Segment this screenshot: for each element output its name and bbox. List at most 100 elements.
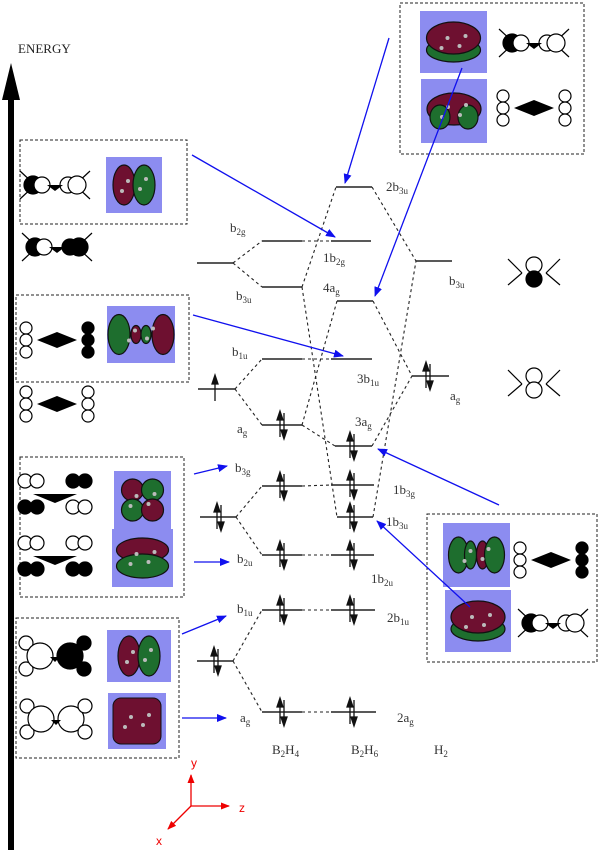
atom-sphere <box>152 550 157 554</box>
orbital-lobe <box>151 313 175 356</box>
bond-line <box>507 272 523 286</box>
orbital-lobe <box>425 21 482 55</box>
orbital-lobe <box>120 498 145 522</box>
atom-sphere <box>126 179 130 183</box>
atom-sphere <box>458 113 462 117</box>
electron-spin-up <box>213 500 221 529</box>
atom-sphere <box>470 615 474 619</box>
pointer-arrow <box>191 154 336 238</box>
orbital-box-3ag-1b3u <box>426 513 598 663</box>
electron-spin-up <box>346 429 354 458</box>
atom-sphere <box>486 547 491 551</box>
atom-sphere <box>134 552 139 556</box>
orbital-lobe <box>107 313 131 356</box>
orbital-lobe <box>513 565 527 579</box>
atom-sphere <box>462 559 467 563</box>
schematic-b1u-low <box>18 635 92 677</box>
orbital-lobe <box>29 535 45 551</box>
orbital-lobe <box>56 642 84 670</box>
electron-spin-down <box>217 505 225 534</box>
orbital-image-b1u-low <box>107 630 171 682</box>
bond-line <box>545 383 561 397</box>
atom-sphere <box>152 492 157 496</box>
orbital-lobe <box>69 237 89 257</box>
electron-spin-down <box>280 598 288 627</box>
orbital-lobe <box>483 536 506 574</box>
orbital-image-2b3u <box>420 11 487 73</box>
orbital-lobe <box>525 381 543 399</box>
electron-spin-up <box>346 468 354 497</box>
bond-line <box>507 258 523 274</box>
electron-spin-up <box>422 359 430 388</box>
schematic-3ag <box>513 541 589 579</box>
bond-line <box>507 369 523 385</box>
b2h4-label-b2g: b2g <box>230 220 246 237</box>
orbital-lobe <box>565 613 585 633</box>
atom-sphere <box>149 648 153 652</box>
orbital-lobe <box>450 600 506 634</box>
b2h6-label-1b3u: 1b3u <box>386 514 409 531</box>
orbital-lobe <box>57 705 85 733</box>
axis-label-y: y <box>191 756 197 770</box>
bridge-wedge <box>37 332 77 348</box>
orbital-image-ag-low <box>108 693 166 749</box>
orbital-lobe <box>575 553 589 567</box>
column-label-h2: H2 <box>434 742 448 759</box>
orbital-lobe <box>513 553 527 567</box>
schematic-2b3u <box>498 28 570 58</box>
atom-sphere <box>127 338 131 343</box>
atom-sphere <box>128 504 133 508</box>
pointer-arrow <box>192 314 344 358</box>
schematic-1b3u <box>517 608 589 638</box>
electron-spin-down <box>426 364 434 393</box>
electron-spin-up <box>276 593 284 622</box>
orbital-image-3ag <box>443 523 510 587</box>
bond-line <box>545 272 561 286</box>
orbital-image-b1u <box>107 306 175 363</box>
bridge-wedge <box>47 185 63 191</box>
b2h6-label-2ag: 2ag <box>397 710 414 727</box>
b2h6-label-3ag: 3ag <box>355 414 372 431</box>
orbital-lobe <box>117 635 141 677</box>
pointer-arrow <box>377 448 500 506</box>
h2-label-b3u: b3u <box>449 273 465 290</box>
electron-spin-down <box>350 543 358 572</box>
pointer-arrow <box>376 520 471 608</box>
orbital-lobe <box>19 724 35 740</box>
bridge-wedge <box>50 657 60 662</box>
atom-sphere <box>146 560 151 564</box>
orbital-lobe <box>76 661 92 677</box>
b2h6-label-2b3u: 2b3u <box>386 179 409 196</box>
electron-spin-down <box>280 474 288 503</box>
orbital-lobe <box>76 635 92 651</box>
electron-spin-up <box>210 644 218 673</box>
schematic-b1u-bonding <box>19 385 95 423</box>
column-label-b2h6: B2H6 <box>351 742 379 759</box>
atom-sphere <box>128 562 133 566</box>
electron-spin-down <box>280 543 288 572</box>
orbital-image-1b3u <box>445 590 511 652</box>
orbital-lobe <box>81 397 95 411</box>
orbital-lobe <box>81 385 95 399</box>
atom-sphere <box>129 715 133 719</box>
correlation-line <box>235 485 263 518</box>
orbital-lobe <box>132 164 156 206</box>
orbital-lobe <box>575 565 589 579</box>
atom-sphere <box>143 658 147 662</box>
electron-spin-down <box>280 700 288 729</box>
bond-line <box>545 369 561 385</box>
atom-sphere <box>141 723 145 727</box>
orbital-lobe <box>77 561 93 577</box>
atom-sphere <box>145 336 149 341</box>
bridge-wedge <box>526 43 542 49</box>
electron-spin-up <box>276 538 284 567</box>
orbital-lobe <box>140 498 165 522</box>
correlation-line <box>301 286 338 518</box>
orbital-lobe <box>19 698 35 714</box>
correlation-line <box>301 300 338 426</box>
electron-spin-up <box>276 469 284 498</box>
orbital-image-b2u <box>112 529 173 587</box>
atom-sphere <box>131 650 135 654</box>
orbital-lobe <box>81 321 95 335</box>
